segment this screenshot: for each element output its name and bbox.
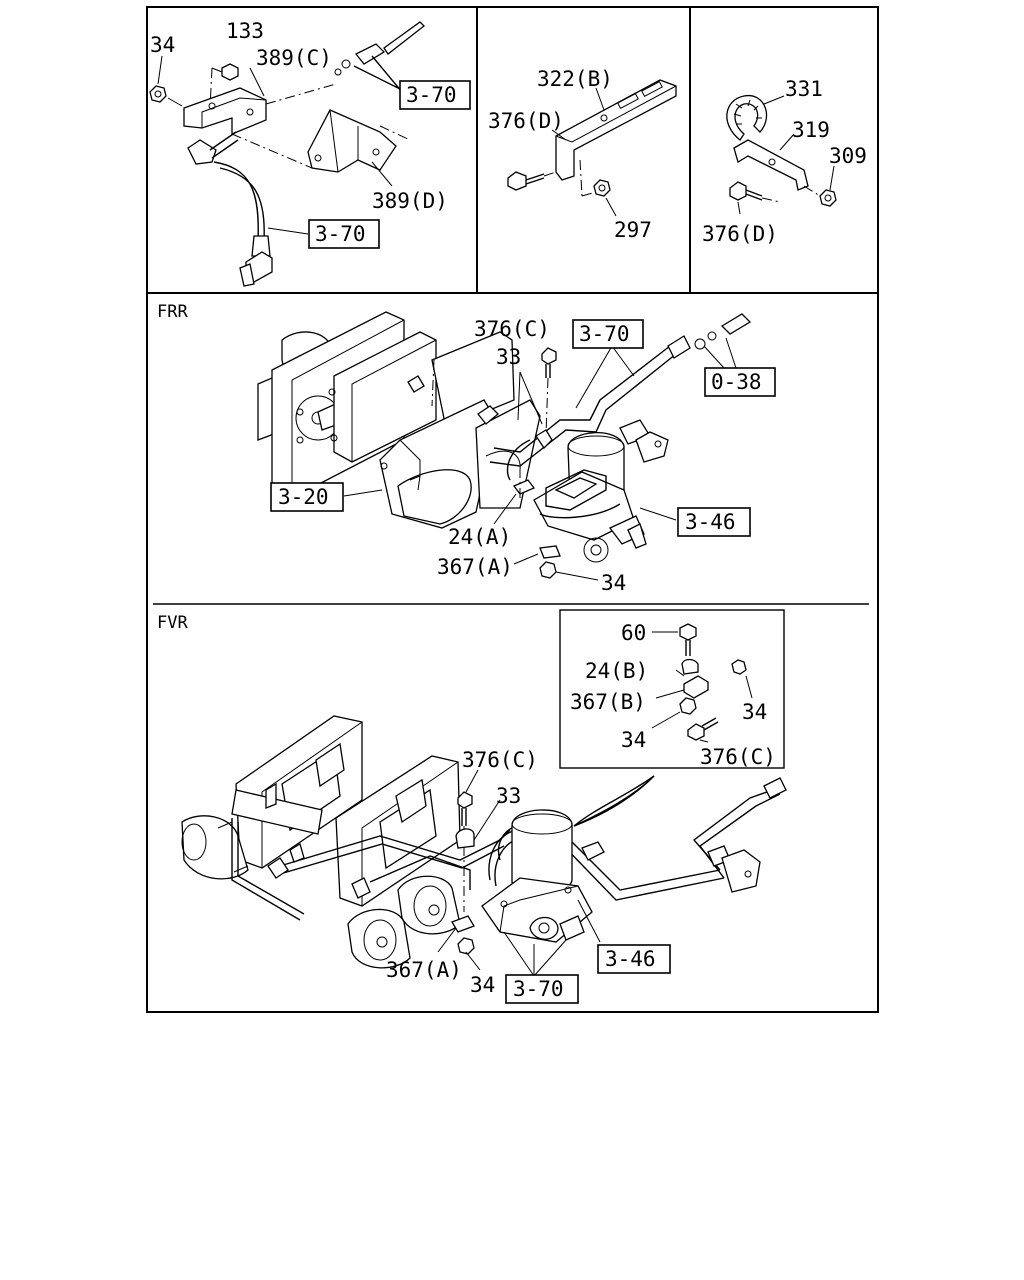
bracket-389d-shape xyxy=(307,109,397,173)
ref-box-3-46-fvr xyxy=(597,944,671,974)
outer-frame xyxy=(146,6,879,1013)
label-34-inset-left: 34 xyxy=(621,728,646,752)
label-133: 133 xyxy=(226,19,264,43)
nut-309-shape xyxy=(819,189,837,207)
label-376d-clamp: 376(D) xyxy=(702,222,778,246)
label-24a: 24(A) xyxy=(448,525,511,549)
label-24b-inset: 24(B) xyxy=(585,659,648,683)
label-376c-frr: 376(C) xyxy=(474,317,550,341)
nut-34-shape xyxy=(149,85,167,103)
section-label-fvr: FVR xyxy=(157,613,188,633)
label-33-frr: 33 xyxy=(496,345,521,369)
label-389d: 389(D) xyxy=(372,189,448,213)
label-376d: 376(D) xyxy=(488,109,564,133)
bolt-376d-shape xyxy=(507,171,527,191)
ref-label-0-38: 0-38 xyxy=(711,370,762,394)
label-367a-frr: 367(A) xyxy=(437,555,513,579)
label-367a-fvr: 367(A) xyxy=(386,958,462,982)
label-367b-inset: 367(B) xyxy=(570,690,646,714)
inset-detail-parts xyxy=(651,623,753,743)
ref-box-3-70-fvr xyxy=(505,974,579,1004)
union-fitting-shape xyxy=(354,43,386,65)
label-309: 309 xyxy=(829,144,867,168)
ref-box-3-46-frr xyxy=(677,507,751,537)
label-322b: 322(B) xyxy=(537,67,613,91)
ref-label-3-70-a: 3-70 xyxy=(406,83,457,107)
ref-label-3-70-fvr: 3-70 xyxy=(513,977,564,1001)
ref-label-3-70-b: 3-70 xyxy=(315,222,366,246)
ref-label-3-46-frr: 3-46 xyxy=(685,510,736,534)
label-319: 319 xyxy=(792,118,830,142)
ref-label-3-70-frr: 3-70 xyxy=(579,322,630,346)
ref-box-3-20 xyxy=(270,482,344,512)
label-297: 297 xyxy=(614,218,652,242)
panel-3-clamp xyxy=(726,95,837,215)
ref-box-3-70-frr xyxy=(572,319,644,349)
bolt-376d-b-shape xyxy=(729,181,747,201)
fvr-engine-assembly xyxy=(181,715,787,977)
ref-label-3-46-fvr: 3-46 xyxy=(605,947,656,971)
label-60-inset: 60 xyxy=(621,621,646,645)
label-34-inset-right: 34 xyxy=(742,700,767,724)
section-label-frr: FRR xyxy=(157,302,188,322)
ref-box-0-38 xyxy=(704,367,776,397)
label-34: 34 xyxy=(150,33,175,57)
label-34-fvr: 34 xyxy=(470,973,495,997)
ref-box-3-70-b xyxy=(308,219,380,249)
frr-engine-assembly xyxy=(257,311,752,581)
ref-box-3-70-a xyxy=(399,80,471,110)
ref-label-3-20: 3-20 xyxy=(278,485,329,509)
hose-shape xyxy=(187,139,217,165)
bracket-322b-shape xyxy=(555,79,677,181)
panel-1-bracket-hose xyxy=(149,21,425,287)
label-389c: 389(C) xyxy=(256,46,332,70)
label-331: 331 xyxy=(785,77,823,101)
bracket-389c-shape xyxy=(183,87,267,135)
label-34-frr: 34 xyxy=(601,571,626,595)
label-33-fvr: 33 xyxy=(496,784,521,808)
bolt-133-shape xyxy=(221,63,239,81)
label-376c-fvr: 376(C) xyxy=(462,748,538,772)
panel-2-bracket xyxy=(507,79,677,217)
nut-297-shape xyxy=(593,179,611,197)
inset-detail-box xyxy=(559,609,785,769)
label-376c-inset: 376(C) xyxy=(700,745,776,769)
